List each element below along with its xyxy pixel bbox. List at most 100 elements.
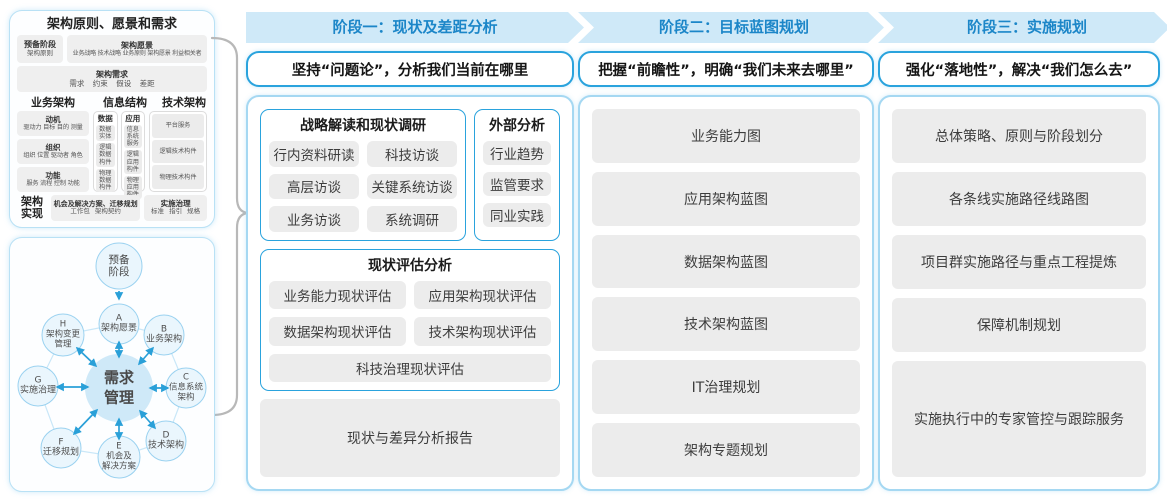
phase-3-subtitle: 强化“落地性”，解决“我们怎么去” <box>878 51 1160 87</box>
strategy-item: 科技访谈 <box>367 141 457 167</box>
node-prep-circle <box>95 242 143 290</box>
architecture-realization-row: 架构 实现 机会及解决方案、迁移规划 工作包 架构契约 实施治理 标准 指引 规… <box>17 195 207 221</box>
phase-1-subtitle: 坚持“问题论”，分析我们当前在哪里 <box>246 51 574 87</box>
phase-3-column: 阶段三：实施规划 强化“落地性”，解决“我们怎么去” 总体策略、原则与阶段划分 … <box>878 0 1160 499</box>
gap-analysis-report-box: 现状与差异分析报告 <box>260 399 560 477</box>
requirements-title: 架构需求 <box>96 69 128 79</box>
organization-box: 组织 组织 位置 驱动者 角色 <box>17 139 89 164</box>
external-analysis-title: 外部分析 <box>489 118 545 134</box>
phase-3-content-panel: 总体策略、原则与阶段划分 各条线实施路径线路图 项目群实施路径与重点工程提炼 保… <box>878 95 1160 491</box>
phase-3-banner: 阶段三：实施规划 <box>878 12 1167 43</box>
center-f-arrow <box>72 408 99 436</box>
strategy-item: 系统调研 <box>367 206 457 232</box>
phase-3-item: 实施执行中的专家管控与跟踪服务 <box>892 360 1146 477</box>
strategy-research-grid: 行内资料研读 科技访谈 高层访谈 关键系统访谈 业务访谈 系统调研 <box>269 141 457 232</box>
application-subcolumn: 应用 信息系统服务 逻辑应用构件 物理应用构件 <box>120 111 145 200</box>
strategy-item: 高层访谈 <box>269 173 359 200</box>
assessment-analysis-title: 现状评估分析 <box>368 258 452 274</box>
function-title: 功能 <box>45 171 61 181</box>
assessment-item: 业务能力现状评估 <box>269 281 406 310</box>
adm-cycle-graphic <box>17 242 207 479</box>
realization-label: 架构 实现 <box>17 195 47 221</box>
phase-2-banner: 阶段二：目标蓝图规划 <box>578 12 884 43</box>
architecture-framework-panel: 架构原则、愿景和需求 预备阶段 架构原则 架构愿景 业务战略 技术战略 业务原则… <box>9 10 215 228</box>
phase-2-content-panel: 业务能力图 应用架构蓝图 数据架构蓝图 技术架构蓝图 IT治理规划 架构专题规划 <box>578 95 874 491</box>
implementation-governance-items: 标准 指引 规格 <box>151 207 201 216</box>
implementation-governance-box: 实施治理 标准 指引 规格 <box>144 195 207 221</box>
organization-items: 组织 位置 驱动者 角色 <box>23 152 83 160</box>
motivation-items: 驱动力 目标 目的 测量 <box>23 124 83 132</box>
strategy-research-box: 战略解读和现状调研 行内资料研读 科技访谈 高层访谈 关键系统访谈 业务访谈 系… <box>260 109 466 241</box>
assessment-item: 数据架构现状评估 <box>269 317 406 346</box>
prep-phase-label: 预备阶段 <box>24 40 56 50</box>
opportunities-migration-box: 机会及解决方案、迁移规划 工作包 架构契约 <box>51 195 141 221</box>
architecture-principles-label: 架构原则 <box>27 48 53 57</box>
application-title: 应用 <box>125 114 141 123</box>
application-item: 物理应用构件 <box>123 175 142 200</box>
center-circle <box>85 354 153 422</box>
phase-2-item: 数据架构蓝图 <box>592 234 860 289</box>
assessment-item: 科技治理现状评估 <box>269 353 551 382</box>
node-e-circle <box>97 435 141 479</box>
node-a-circle <box>98 303 140 345</box>
phase-2-subtitle: 把握“前瞻性”，明确“我们未来去哪里” <box>578 51 874 87</box>
application-item: 逻辑应用构件 <box>123 150 142 174</box>
function-box: 功能 服务 流程 控制 功能 <box>17 167 89 192</box>
phase-2-item: 应用架构蓝图 <box>592 171 860 226</box>
phase-2-item: IT治理规划 <box>592 360 860 415</box>
realization-label-line2: 实现 <box>21 207 43 220</box>
architecture-requirements-box: 架构需求 需求 约束 假设 差距 <box>17 66 207 92</box>
data-item: 物理数据构件 <box>96 168 115 192</box>
framework-row-vision: 预备阶段 架构原则 架构愿景 业务战略 技术战略 业务原则 架构愿景 利益相关者 <box>17 35 207 63</box>
node-b-circle <box>143 314 185 356</box>
data-item: 逻辑数据构件 <box>96 143 115 167</box>
assessment-item: 技术架构现状评估 <box>414 317 551 346</box>
business-architecture-header: 业务架构 <box>31 95 75 109</box>
phase-3-item: 总体策略、原则与阶段划分 <box>892 109 1146 163</box>
adm-cycle-panel: 预备 阶段 A 架构愿景 B 业务架构 C 信息系统 架构 D 技术架构 E 机… <box>9 237 215 492</box>
strategy-item: 关键系统访谈 <box>367 173 457 200</box>
organization-title: 组织 <box>45 143 61 153</box>
technology-architecture-column: 平台服务 逻辑技术构件 物理技术构件 <box>149 111 207 192</box>
assessment-item: 应用架构现状评估 <box>414 281 551 310</box>
center-b-arrow <box>137 346 155 366</box>
node-c-circle <box>165 367 207 409</box>
external-analysis-list: 行业趋势 监管要求 同业实践 <box>483 141 551 232</box>
phase-2-item: 技术架构蓝图 <box>592 297 860 352</box>
business-architecture-column: 动机 驱动力 目标 目的 测量 组织 组织 位置 驱动者 角色 功能 服务 流程… <box>17 111 89 192</box>
external-item: 同业实践 <box>483 203 551 227</box>
external-item: 监管要求 <box>483 172 551 196</box>
assessment-analysis-box: 现状评估分析 业务能力现状评估 应用架构现状评估 数据架构现状评估 技术架构现状… <box>260 249 560 391</box>
data-subcolumn: 数据 数据实体 逻辑数据构件 物理数据构件 <box>93 111 118 192</box>
function-items: 服务 流程 控制 功能 <box>26 180 80 188</box>
phase-1-content-panel: 战略解读和现状调研 行内资料研读 科技访谈 高层访谈 关键系统访谈 业务访谈 系… <box>246 95 574 491</box>
motivation-box: 动机 驱动力 目标 目的 测量 <box>17 111 89 136</box>
strategy-research-title: 战略解读和现状调研 <box>300 118 426 134</box>
node-f-circle <box>40 427 82 469</box>
node-d-circle <box>145 420 187 462</box>
realization-label-line1: 架构 <box>21 195 43 208</box>
technology-architecture-header: 技术架构 <box>162 95 206 109</box>
architecture-vision-box: 架构愿景 业务战略 技术战略 业务原则 架构愿景 利益相关者 <box>67 35 207 63</box>
motivation-title: 动机 <box>45 115 61 125</box>
framework-column-headers: 业务架构 信息结构 技术架构 <box>17 95 207 109</box>
phase-3-item: 保障机制规划 <box>892 297 1146 352</box>
technology-item: 平台服务 <box>152 114 204 138</box>
assessment-grid: 业务能力现状评估 应用架构现状评估 数据架构现状评估 技术架构现状评估 科技治理… <box>269 281 551 382</box>
phase-1-top-row: 战略解读和现状调研 行内资料研读 科技访谈 高层访谈 关键系统访谈 业务访谈 系… <box>260 109 560 241</box>
external-item: 行业趋势 <box>483 141 551 165</box>
node-g-circle <box>17 365 59 407</box>
node-h-circle <box>41 313 85 357</box>
data-item: 数据实体 <box>96 125 115 142</box>
strategy-item: 业务访谈 <box>269 206 359 232</box>
phase-3-item: 各条线实施路径线路图 <box>892 171 1146 226</box>
prep-phase-box: 预备阶段 架构原则 <box>17 35 63 63</box>
technology-item: 逻辑技术构件 <box>152 139 204 164</box>
phase-2-item: 业务能力图 <box>592 109 860 163</box>
requirements-items: 需求 约束 假设 差距 <box>69 79 155 89</box>
opportunities-migration-title: 机会及解决方案、迁移规划 <box>53 200 138 209</box>
phase-1-banner: 阶段一：现状及差距分析 <box>246 12 584 43</box>
information-structure-header: 信息结构 <box>103 95 147 109</box>
application-item: 信息系统服务 <box>123 125 142 149</box>
vision-items: 业务战略 技术战略 业务原则 架构愿景 利益相关者 <box>72 50 202 58</box>
